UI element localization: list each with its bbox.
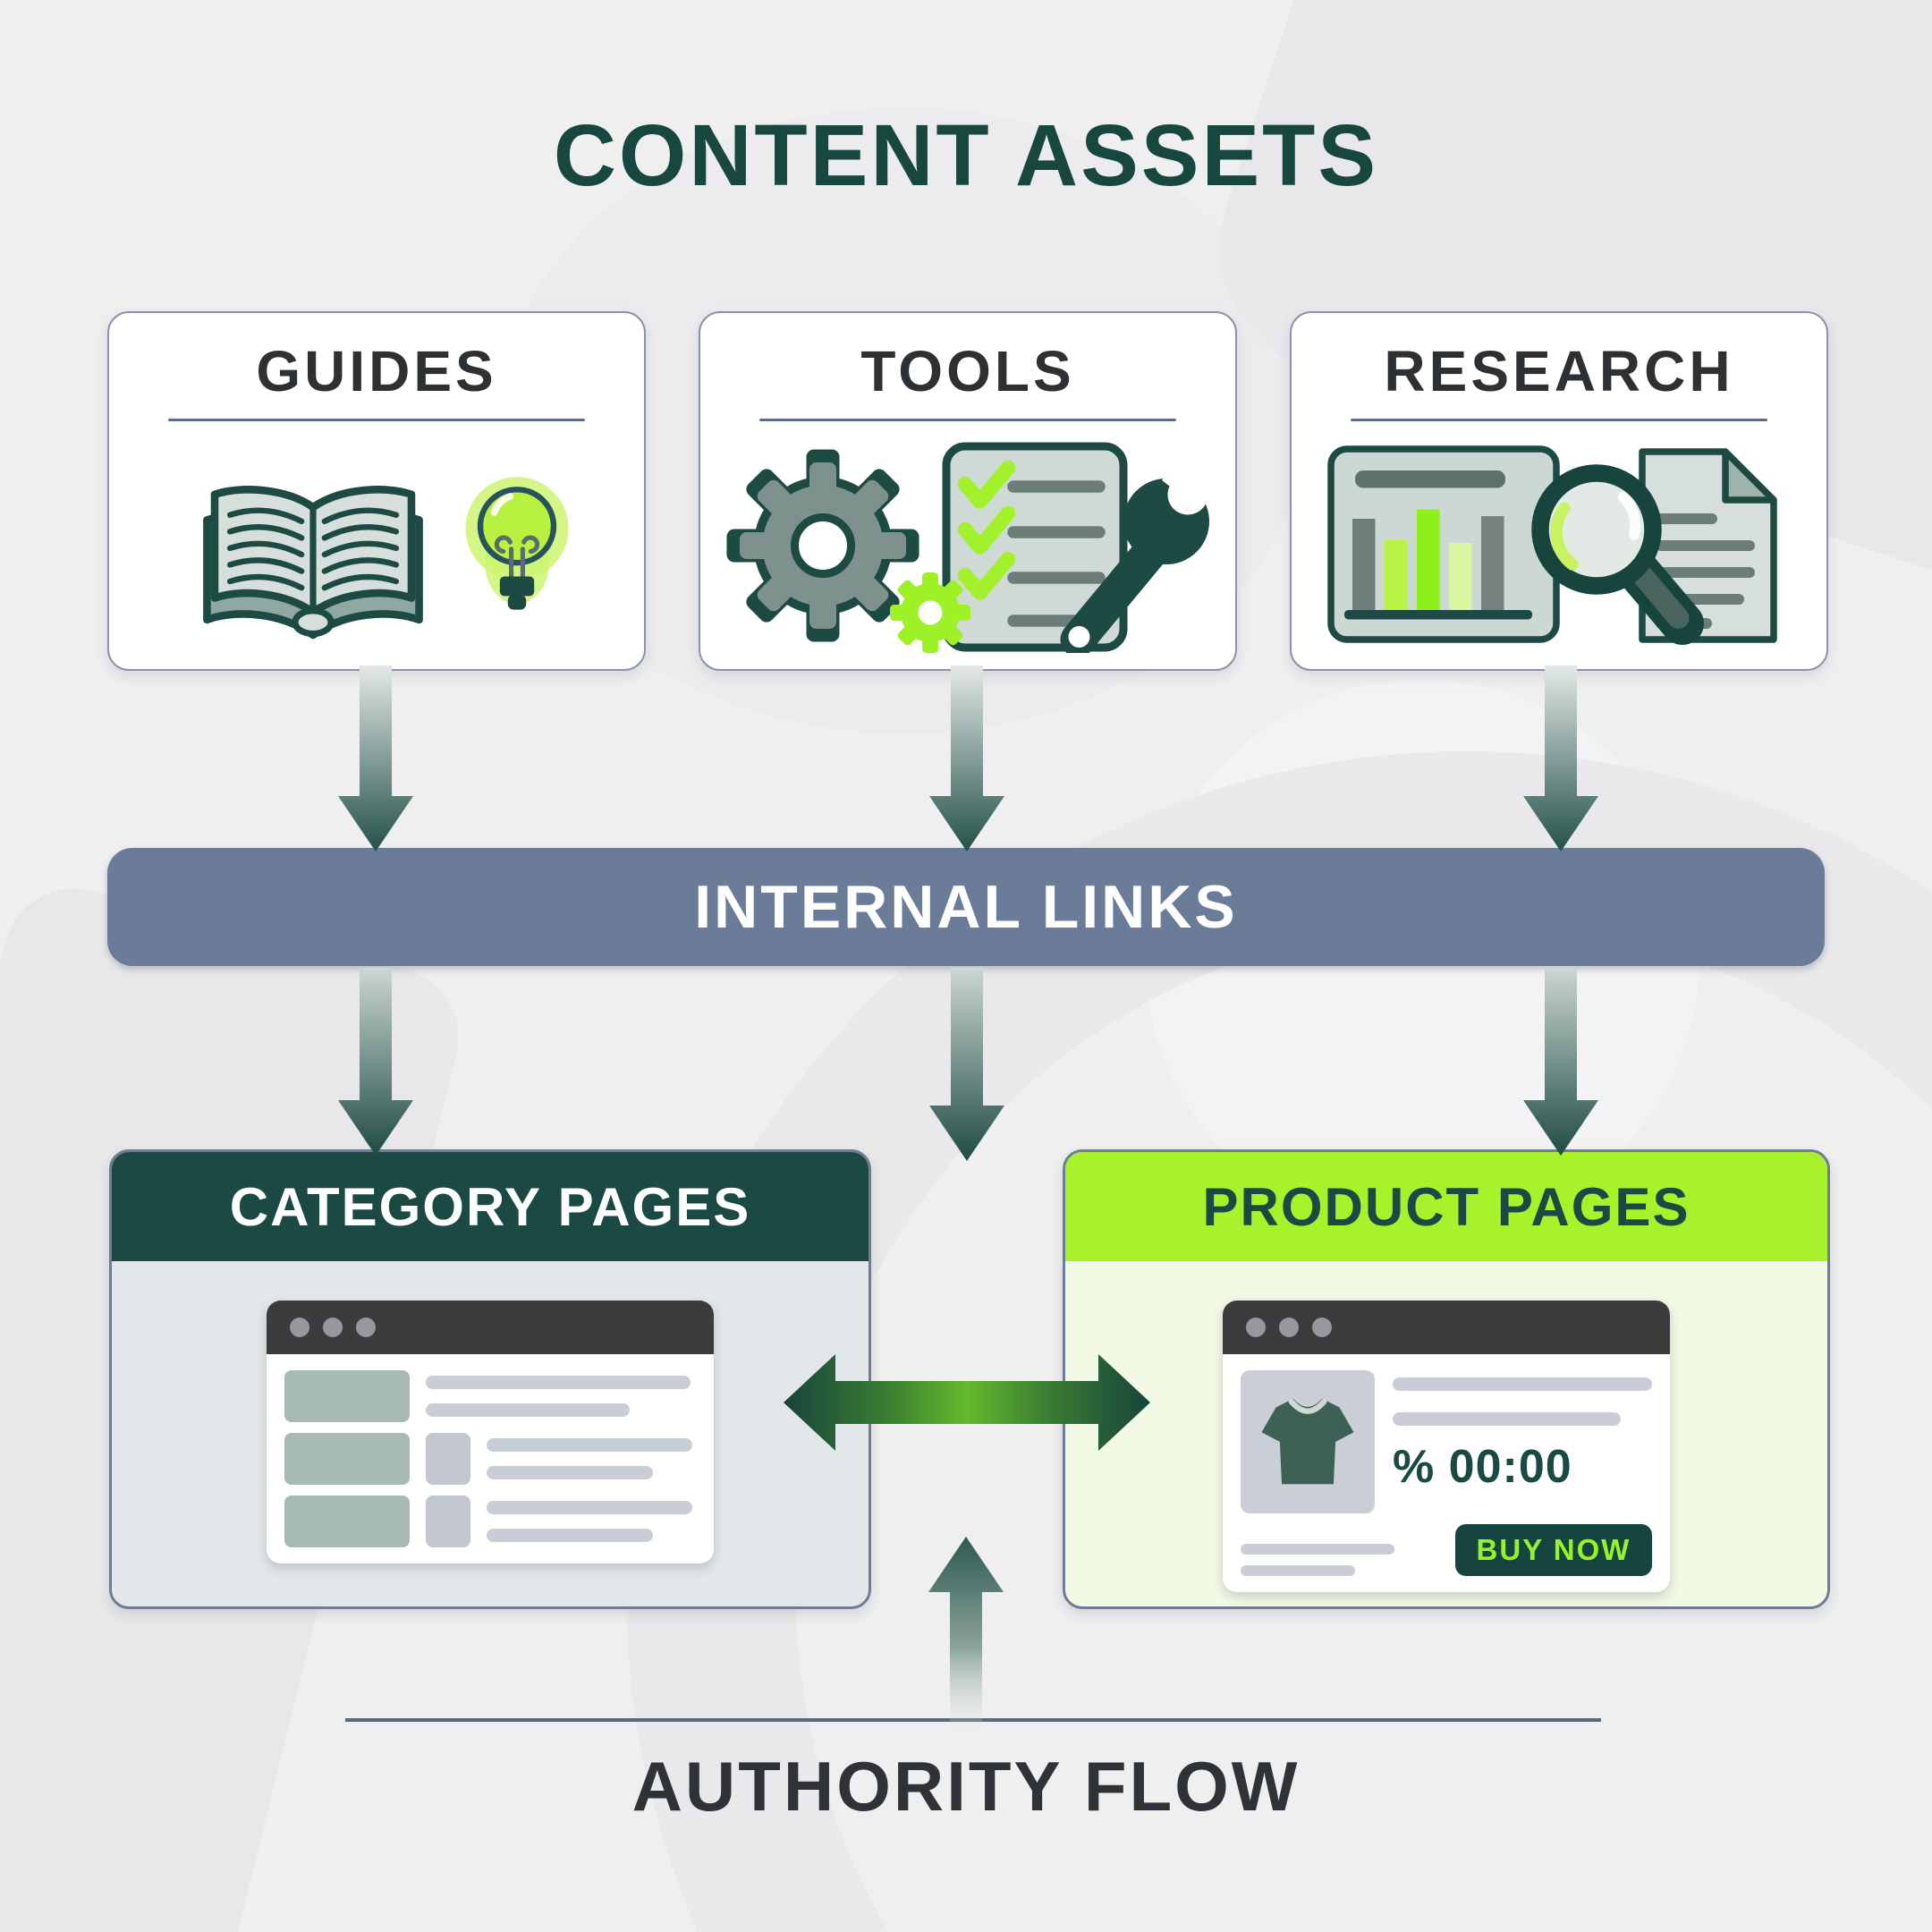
window-dot-icon [290, 1318, 309, 1337]
bar-chart-icon [1327, 445, 1560, 643]
buy-now-label: BUY NOW [1476, 1533, 1631, 1566]
price-text: % 00:00 [1393, 1441, 1572, 1493]
product-pages-header: PRODUCT PAGES [1065, 1152, 1827, 1261]
thumbnail-placeholder [284, 1433, 410, 1485]
down-arrow-guides [338, 665, 413, 852]
wrench-icon [1060, 447, 1209, 653]
window-dot-icon [323, 1318, 343, 1337]
guides-card: GUIDES [107, 311, 646, 671]
internal-links-label: INTERNAL LINKS [694, 873, 1238, 941]
text-placeholder [426, 1403, 630, 1417]
text-placeholder [1241, 1544, 1394, 1555]
window-dot-icon [1312, 1318, 1332, 1337]
text-placeholder [1393, 1377, 1652, 1391]
tshirt-icon [1261, 1398, 1354, 1485]
category-list-item [284, 1370, 696, 1422]
text-placeholder [487, 1466, 653, 1479]
browser-titlebar [267, 1301, 714, 1354]
product-browser-mockup: % 00:00 BUY NOW [1223, 1301, 1670, 1592]
product-pages-label: PRODUCT PAGES [1202, 1176, 1690, 1237]
lightbulb-icon [465, 476, 569, 610]
category-pages-box: CATEGORY PAGES [109, 1149, 871, 1609]
authority-flow-label: AUTHORITY FLOW [631, 1747, 1301, 1826]
browser-titlebar [1223, 1301, 1670, 1354]
divider [758, 419, 1177, 421]
down-arrow-product [1523, 968, 1598, 1156]
research-icons [1327, 445, 1777, 645]
text-placeholder [426, 1376, 691, 1389]
product-image-tile [1241, 1370, 1375, 1513]
text-placeholder [1393, 1412, 1621, 1426]
down-arrow-tools [929, 665, 1004, 852]
tools-icons [726, 442, 1209, 653]
product-pages-box: PRODUCT PAGES [1063, 1149, 1830, 1609]
down-arrow-research [1523, 665, 1598, 852]
guides-card-title: GUIDES [256, 339, 497, 403]
divider [167, 419, 586, 421]
tools-card: TOOLS [699, 311, 1237, 671]
down-arrow-category [338, 968, 413, 1156]
down-arrow-middle [929, 968, 1004, 1161]
text-placeholder [487, 1501, 692, 1514]
thumbnail-placeholder [284, 1496, 410, 1547]
small-gear-icon [890, 572, 970, 653]
page-title: CONTENT ASSETS [553, 106, 1379, 204]
window-dot-icon [1279, 1318, 1299, 1337]
category-list-item [284, 1496, 696, 1547]
open-book-icon [203, 485, 423, 639]
text-placeholder [1241, 1565, 1355, 1576]
tools-card-title: TOOLS [860, 339, 1075, 403]
window-dot-icon [356, 1318, 376, 1337]
magnifier-icon [1531, 463, 1704, 645]
thumbnail-placeholder [284, 1370, 410, 1422]
up-arrow-authority [928, 1537, 1004, 1738]
internal-links-bar: INTERNAL LINKS [107, 848, 1825, 966]
research-card-title: RESEARCH [1384, 339, 1734, 403]
category-pages-header: CATEGORY PAGES [112, 1152, 869, 1261]
research-card: RESEARCH [1290, 311, 1828, 671]
text-placeholder [487, 1529, 653, 1542]
category-browser-mockup [267, 1301, 714, 1563]
window-dot-icon [1246, 1318, 1266, 1337]
category-pages-label: CATEGORY PAGES [229, 1176, 751, 1237]
thumbnail-placeholder [426, 1433, 470, 1485]
text-placeholder [487, 1438, 692, 1452]
bidirectional-arrow [784, 1354, 1150, 1451]
gear-icon [726, 448, 919, 642]
category-list-item [284, 1433, 696, 1485]
buy-now-button[interactable]: BUY NOW [1455, 1524, 1652, 1576]
divider [1350, 419, 1768, 421]
thumbnail-placeholder [426, 1496, 470, 1547]
